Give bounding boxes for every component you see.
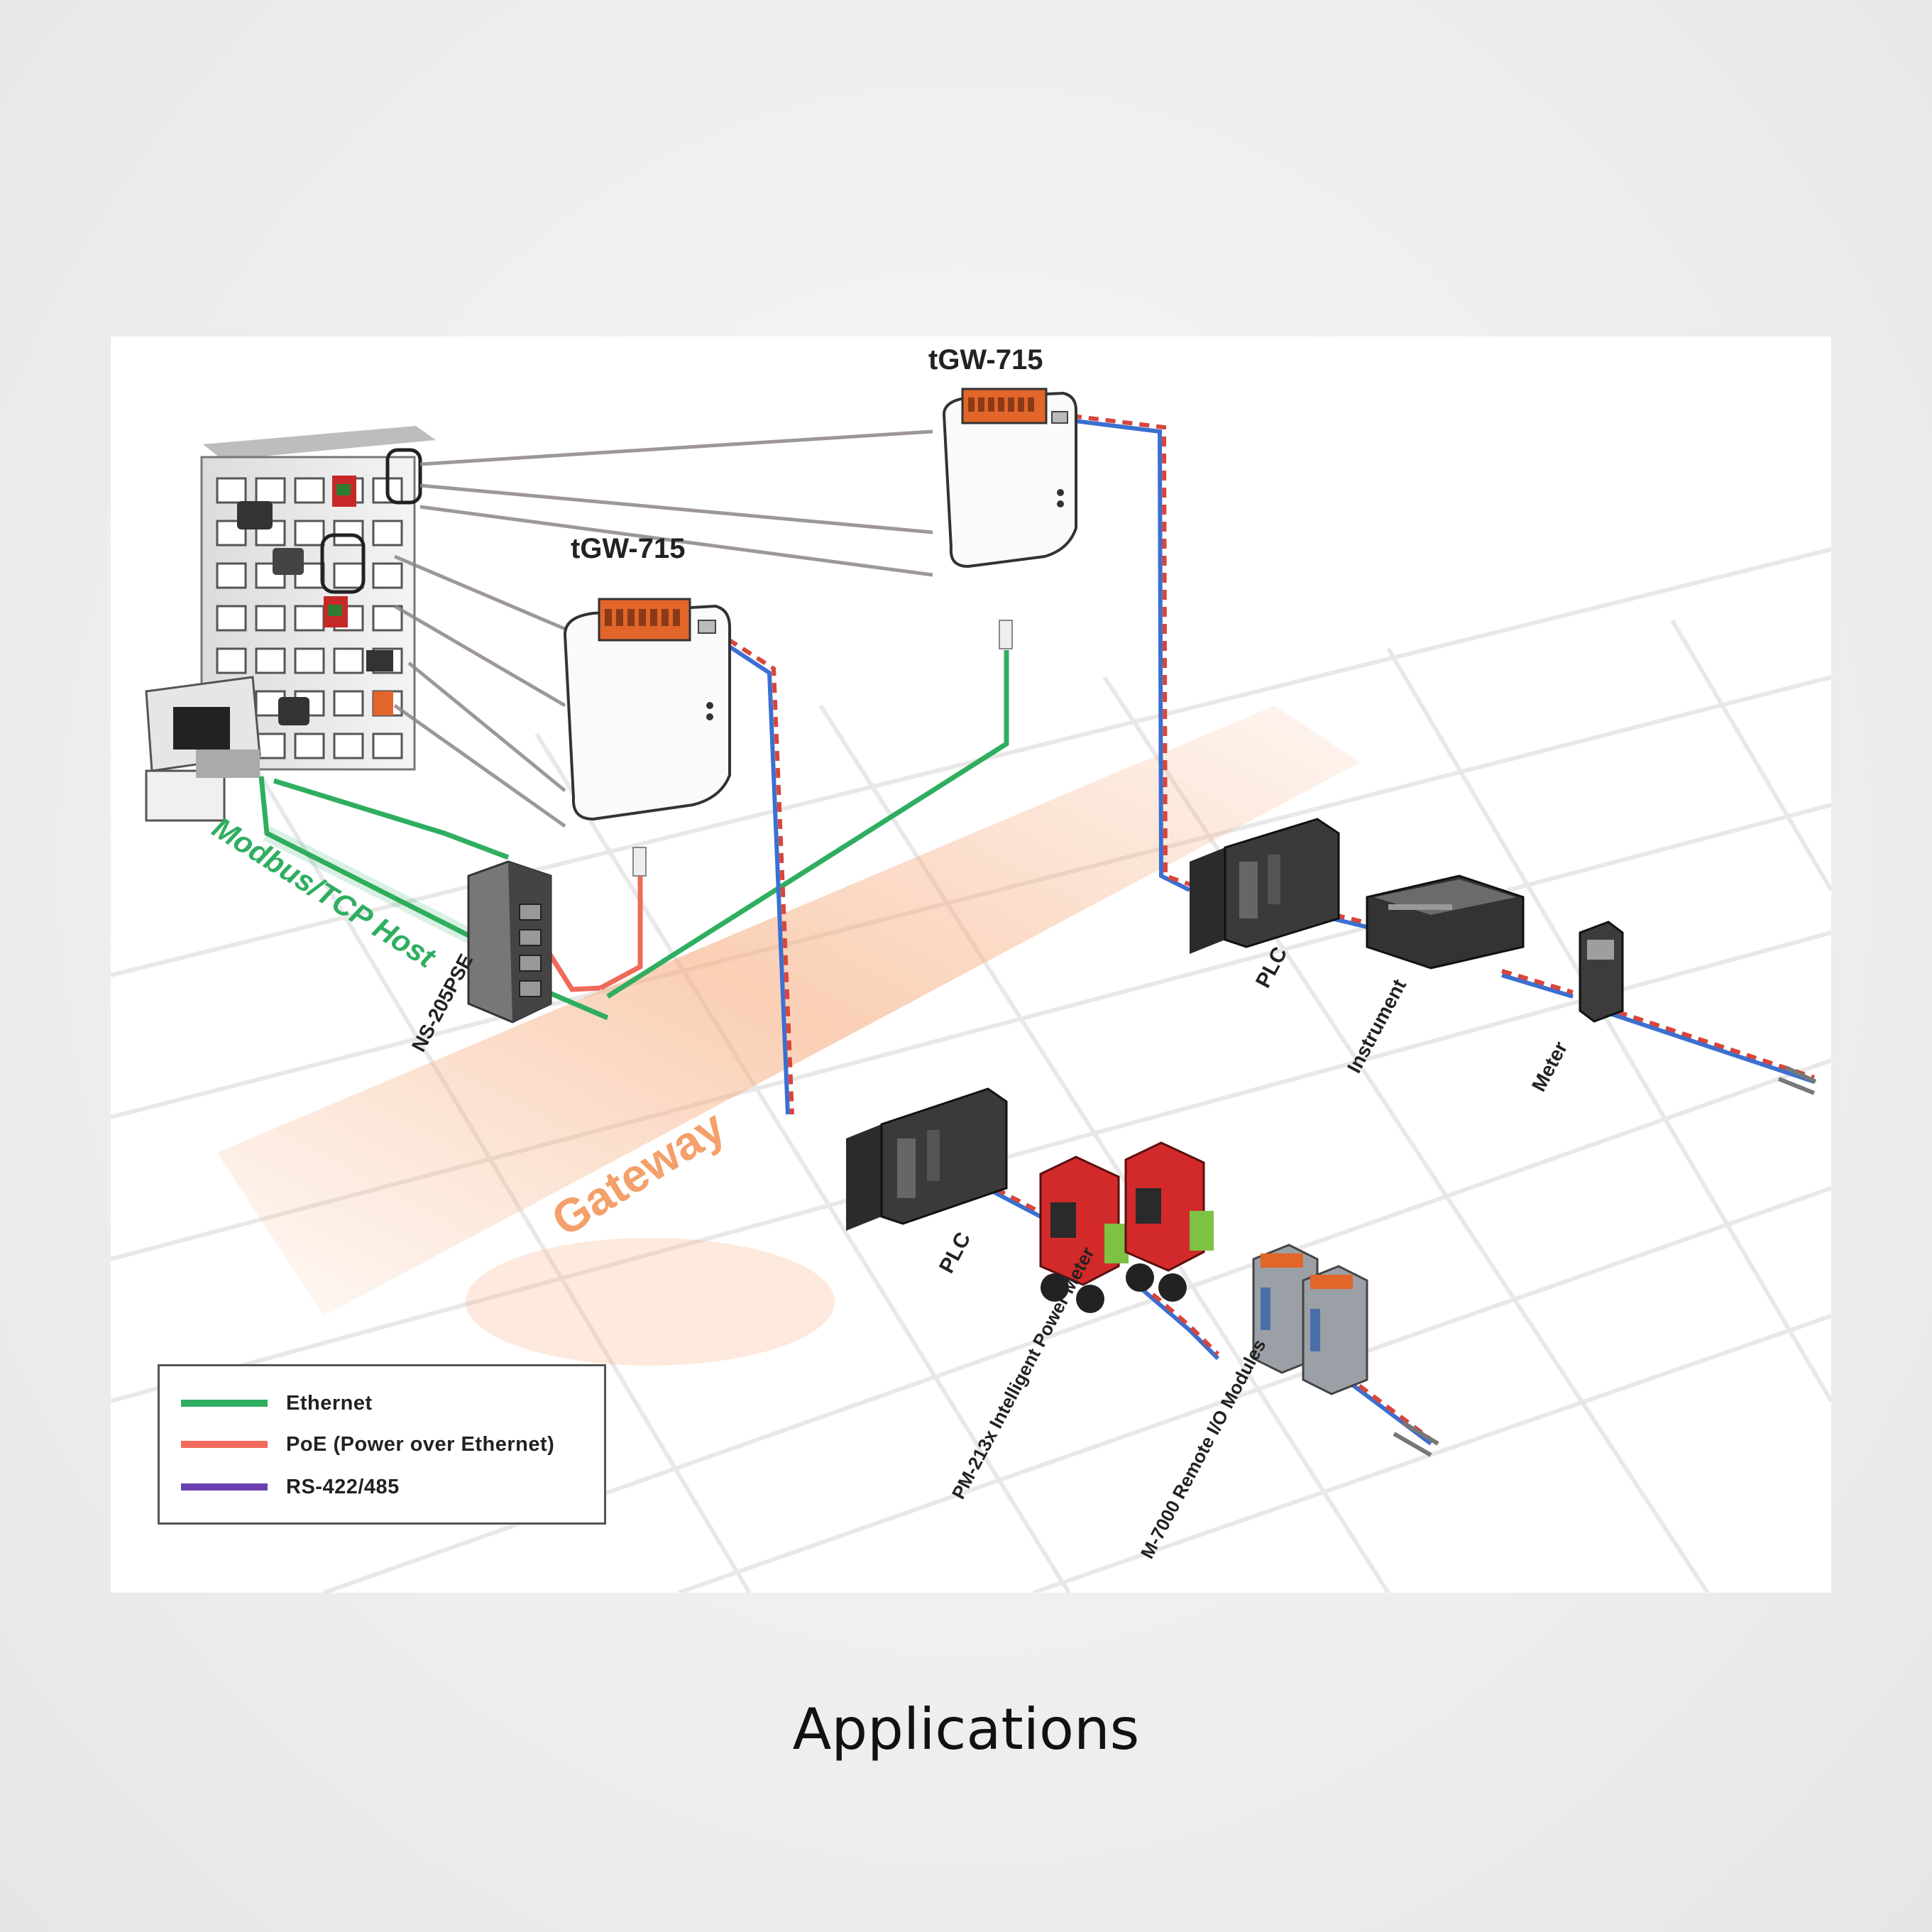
instrument-label: Instrument — [1343, 976, 1410, 1077]
legend-item-poe: PoE (Power over Ethernet) — [181, 1430, 554, 1459]
gateway-glow — [466, 1238, 835, 1366]
application-diagram: tGW-715 tGW-715 Modbus/TCP Host NS-205PS… — [111, 344, 1831, 1593]
legend-label: RS-422/485 — [286, 1475, 400, 1498]
meter-label: Meter — [1527, 1038, 1571, 1095]
gateway-top-label: tGW-715 — [928, 344, 1043, 375]
remote-io-module-1 — [1252, 1244, 1319, 1374]
remote-io-module-2 — [1302, 1265, 1368, 1395]
ethernet-glow — [263, 826, 483, 948]
poe-cables — [543, 860, 643, 992]
gateway-mid-label: tGW-715 — [571, 533, 685, 564]
poe-switch — [467, 860, 552, 1023]
plc-upper — [1190, 818, 1340, 954]
power-meter-label: PM-213x Intelligent Power Meter — [948, 1244, 1099, 1503]
building-gateway-links — [393, 429, 933, 828]
legend: Ethernet PoE (Power over Ethernet) RS-42… — [158, 1364, 606, 1525]
legend-item-ethernet: Ethernet — [181, 1389, 373, 1417]
diagram-card: tGW-715 tGW-715 Modbus/TCP Host NS-205PS… — [111, 336, 1831, 1593]
poe-swatch — [181, 1441, 268, 1448]
probe-lower — [1393, 1420, 1439, 1457]
host-label: Modbus/TCP Host — [207, 811, 442, 975]
plc-lower — [846, 1087, 1008, 1231]
power-meter-2 — [1124, 1141, 1214, 1302]
legend-label: Ethernet — [286, 1391, 373, 1415]
power-meter-1 — [1039, 1156, 1129, 1313]
gateway-module-mid — [563, 598, 731, 877]
ethernet-swatch — [181, 1400, 268, 1407]
probe-upper — [1777, 1065, 1817, 1095]
instrument — [1366, 874, 1525, 970]
gateway-module-top — [942, 388, 1077, 649]
legend-item-rs485: RS-422/485 — [181, 1473, 400, 1501]
plc-lower-label: PLC — [935, 1229, 975, 1277]
remote-io-label: M-7000 Remote I/O Modules — [1136, 1336, 1270, 1562]
legend-label: PoE (Power over Ethernet) — [286, 1432, 555, 1456]
meter — [1579, 921, 1624, 1023]
caption: Applications — [792, 1696, 1140, 1762]
rs485-swatch — [181, 1483, 268, 1491]
host-building — [145, 426, 436, 822]
